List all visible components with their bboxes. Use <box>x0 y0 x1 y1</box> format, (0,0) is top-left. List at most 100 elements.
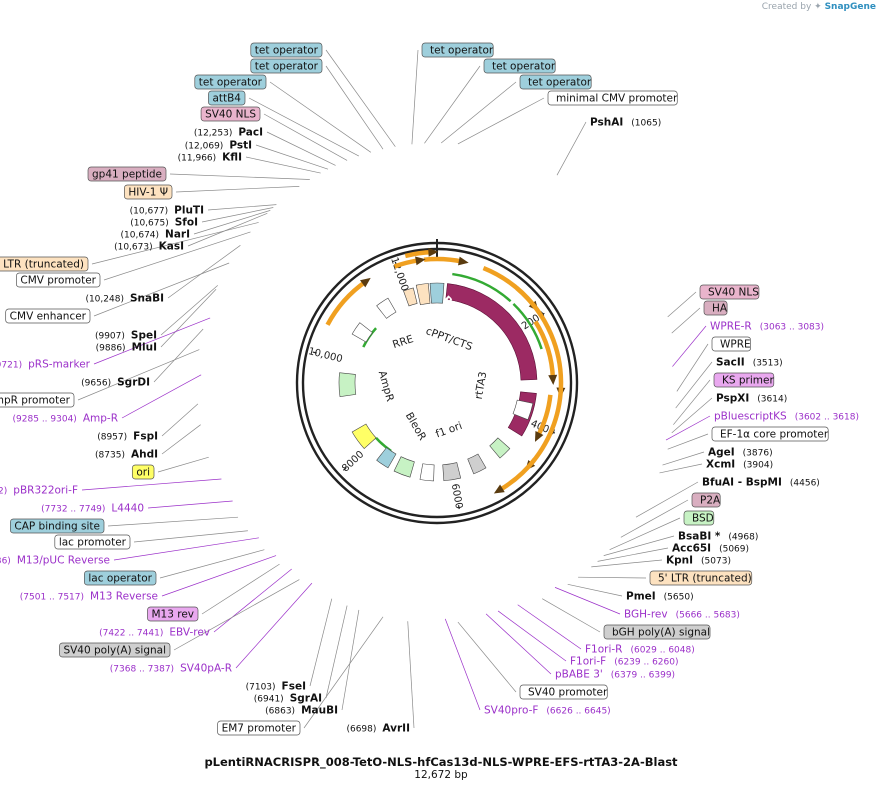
feature-block <box>376 297 397 319</box>
feature-label[interactable]: AmpR promoter <box>0 392 75 408</box>
restriction-site-label[interactable]: MluI(9886) <box>96 342 157 354</box>
restriction-site-label[interactable]: PmeI(5650) <box>626 591 694 603</box>
feature-label[interactable]: 5' LTR (truncated) <box>649 570 753 586</box>
restriction-site-label[interactable]: BfuAI - BspMI(4456) <box>702 477 820 489</box>
restriction-site-label[interactable]: NarI(10,674) <box>121 229 190 241</box>
feature-label[interactable]: M13 rev <box>147 606 199 622</box>
primer-label[interactable]: L4440(7732 .. 7749) <box>41 503 144 515</box>
feature-label[interactable]: lac operator <box>84 570 157 586</box>
feature-label[interactable]: HIV-1 Ψ <box>124 184 173 200</box>
feature-label[interactable]: EF-1α core promoter <box>711 426 829 442</box>
feature-box <box>84 570 157 586</box>
feature-box <box>16 272 101 288</box>
leader-line <box>173 579 300 651</box>
feature-box <box>5 308 91 324</box>
primer-label[interactable]: BGH-rev(5666 .. 5683) <box>624 609 740 621</box>
primer-label[interactable]: pRS-marker(9702 .. 9721) <box>0 359 91 371</box>
ring-tick-label: 6000 <box>449 483 464 510</box>
feature-block <box>489 437 511 459</box>
primer-label[interactable]: pBABE 3'(6379 .. 6399) <box>555 669 675 681</box>
feature-label[interactable]: HA <box>703 300 728 316</box>
restriction-site-label[interactable]: PluTI(10,677) <box>130 205 204 217</box>
restriction-site-label[interactable]: SpeI(9907) <box>95 330 157 342</box>
feature-box <box>217 720 301 736</box>
restriction-site-label[interactable]: XcmI(3904) <box>706 459 773 471</box>
restriction-site-label[interactable]: KflI(11,966) <box>178 152 242 164</box>
feature-label[interactable]: tet operator <box>483 58 556 74</box>
feature-label[interactable]: 5' LTR (truncated) <box>0 256 89 272</box>
ring-tick <box>457 505 460 510</box>
feature-label[interactable]: EM7 promoter <box>217 720 301 736</box>
feature-box <box>10 518 105 534</box>
primer-label[interactable]: M13 Reverse(7501 .. 7517) <box>20 591 158 603</box>
label-name: PmeI <box>626 591 656 603</box>
feature-label[interactable]: attB4 <box>208 90 246 106</box>
leader-line <box>207 204 277 211</box>
feature-label[interactable]: SV40 NLS <box>200 106 261 122</box>
feature-label[interactable]: tet operator <box>250 42 323 58</box>
primer-label[interactable]: M13/pUC Reverse(7514 .. 7536) <box>0 555 110 567</box>
feature-label[interactable]: ori <box>131 464 155 480</box>
feature-block <box>393 456 415 478</box>
restriction-site-label[interactable]: SgrDI(9656) <box>81 377 150 389</box>
leader-line <box>175 186 300 193</box>
primer-label[interactable]: F1ori-R(6029 .. 6048) <box>585 644 695 656</box>
restriction-site-label[interactable]: AhdI(8735) <box>95 449 158 461</box>
restriction-site-label[interactable]: PstI(12,069) <box>185 140 252 152</box>
restriction-site-label[interactable]: Acc65I(5069) <box>672 543 749 555</box>
feature-label[interactable]: tet operator <box>194 74 267 90</box>
primer-label[interactable]: EBV-rev(7422 .. 7441) <box>99 627 210 639</box>
restriction-site-label[interactable]: PspXI(3614) <box>716 393 787 405</box>
restriction-site-label[interactable]: AvrII(6698) <box>346 723 410 735</box>
restriction-site-label[interactable]: KasI(10,673) <box>114 241 184 253</box>
feature-box <box>683 510 715 526</box>
label-position: (10,674) <box>121 231 160 241</box>
feature-label[interactable]: tet operator <box>421 42 494 58</box>
label-position: (9907) <box>95 332 125 342</box>
feature-name: attB4 <box>212 93 241 105</box>
label-name: Acc65I <box>672 543 711 555</box>
feature-label[interactable]: BSD <box>683 510 715 526</box>
primer-label[interactable]: Amp-R(9285 .. 9304) <box>13 413 118 425</box>
feature-label[interactable]: P2A <box>691 492 721 508</box>
primer-label[interactable]: F1ori-F(6239 .. 6260) <box>570 656 679 668</box>
feature-box <box>603 624 711 640</box>
feature-label[interactable]: KS primer <box>713 372 774 388</box>
feature-label[interactable]: gp41 peptide <box>87 166 167 182</box>
feature-name: tet operator <box>492 61 556 73</box>
feature-label[interactable]: SV40 promoter <box>519 684 608 700</box>
feature-label[interactable]: SV40 NLS <box>699 284 760 300</box>
feature-label[interactable]: CAP binding site <box>10 518 105 534</box>
primer-label[interactable]: SV40pro-F(6626 .. 6645) <box>484 705 611 717</box>
primer-label[interactable]: WPRE-R(3063 .. 3083) <box>710 321 824 333</box>
label-position: (6698) <box>346 725 376 735</box>
restriction-site-label[interactable]: MauBI(6863) <box>265 705 338 717</box>
primer-label[interactable]: pBluescriptKS(3602 .. 3618) <box>714 411 859 423</box>
restriction-site-label[interactable]: FseI(7103) <box>246 681 306 693</box>
leader-lines <box>77 49 713 729</box>
restriction-site-label[interactable]: BsaBI *(4968) <box>678 531 758 543</box>
feature-block <box>429 282 445 304</box>
primer-label[interactable]: SV40pA-R(7368 .. 7387) <box>110 663 232 675</box>
primer-label[interactable]: pBR322ori-F(7983 .. 8002) <box>0 485 78 497</box>
feature-label[interactable]: minimal CMV promoter <box>547 90 678 106</box>
restriction-site-label[interactable]: SfoI(10,675) <box>130 217 198 229</box>
feature-label[interactable]: CMV promoter <box>16 272 101 288</box>
feature-label[interactable]: bGH poly(A) signal <box>603 624 711 640</box>
restriction-site-label[interactable]: FspI(8957) <box>97 431 158 443</box>
feature-label[interactable]: tet operator <box>250 58 323 74</box>
restriction-site-label[interactable]: AgeI(3876) <box>708 447 773 459</box>
restriction-site-label[interactable]: SnaBI(10,248) <box>85 293 164 305</box>
feature-label[interactable]: WPRE <box>711 336 752 352</box>
feature-label[interactable]: CMV enhancer <box>5 308 91 324</box>
restriction-site-label[interactable]: SacII(3513) <box>716 357 783 369</box>
feature-label[interactable]: SV40 poly(A) signal <box>59 642 171 658</box>
feature-label[interactable]: tet operator <box>519 74 592 90</box>
restriction-site-label[interactable]: SgrAI(6941) <box>254 693 322 705</box>
feature-box <box>200 106 261 122</box>
restriction-site-label[interactable]: KpnI(5073) <box>666 555 731 567</box>
feature-label[interactable]: lac promoter <box>54 534 131 550</box>
restriction-site-label[interactable]: PshAI(1065) <box>590 117 661 129</box>
restriction-site-label[interactable]: PacI(12,253) <box>194 127 263 139</box>
